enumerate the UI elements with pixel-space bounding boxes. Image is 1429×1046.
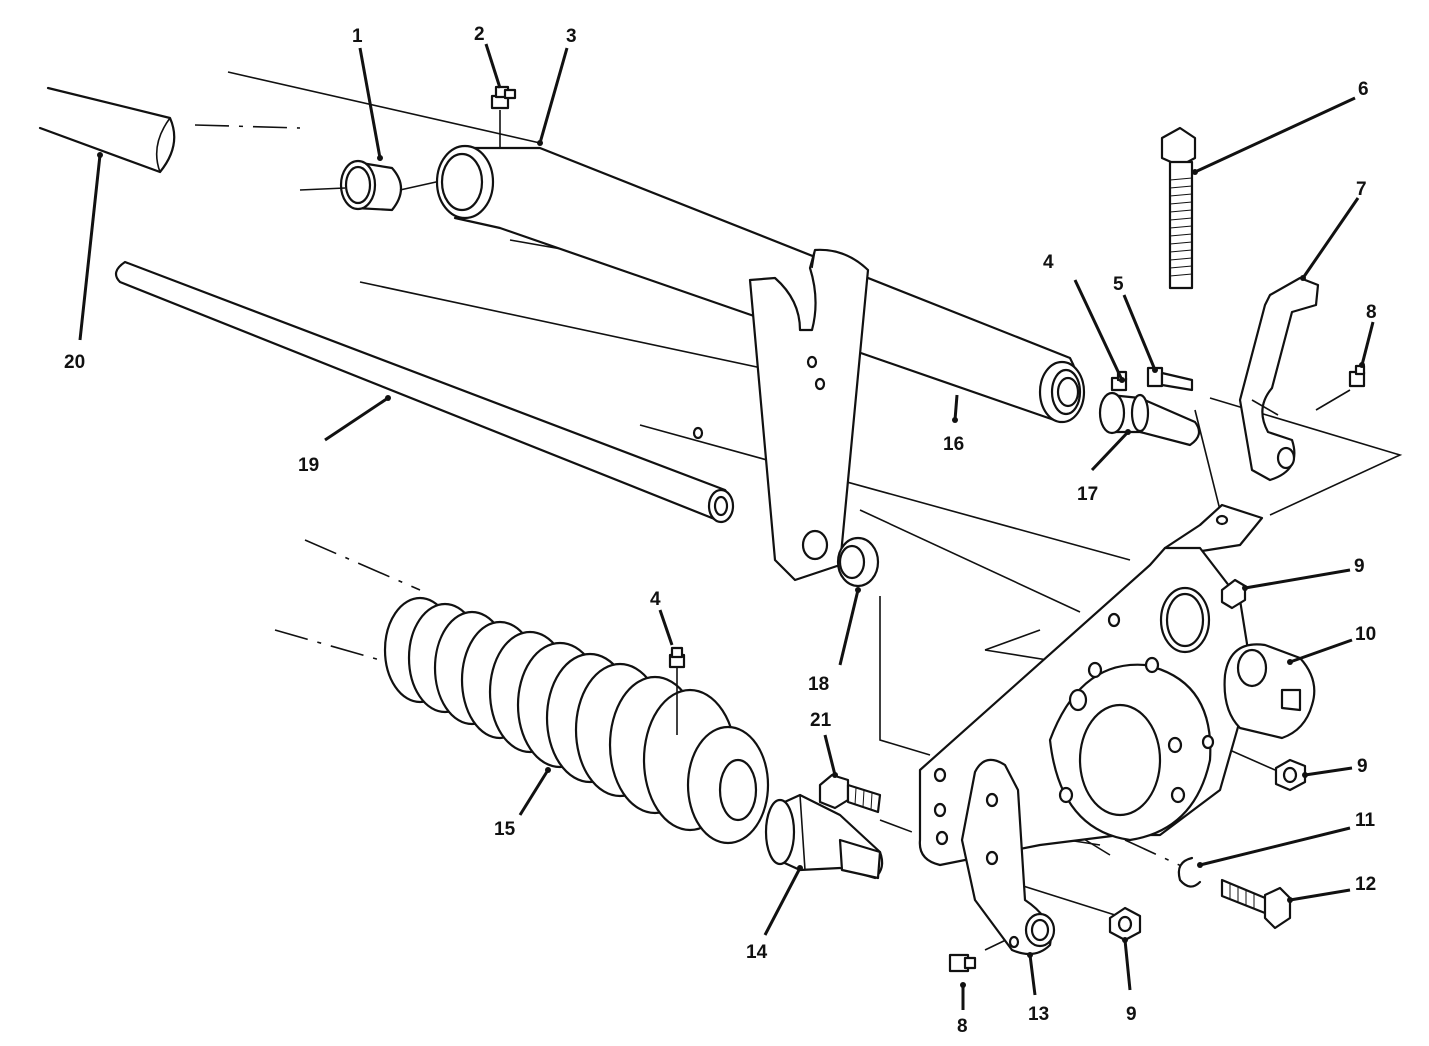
- grease-fitting-2: [490, 85, 517, 148]
- callout-21: 21: [810, 710, 832, 731]
- leader-dots: [97, 140, 1365, 988]
- nut-9-bottom: [1108, 906, 1142, 942]
- set-screw-8-bottom: [948, 953, 977, 973]
- bracket-7: [1238, 276, 1320, 482]
- callout-4-bottom: 4: [650, 589, 661, 610]
- lever-arm: [748, 248, 870, 582]
- callout-11: 11: [1355, 810, 1376, 831]
- callout-8-top: 8: [1366, 302, 1377, 323]
- snap-ring-11: [1177, 856, 1202, 888]
- leader-lines: [78, 43, 1375, 1010]
- callout-13: 13: [1028, 1004, 1049, 1025]
- stub-shaft-17: [1098, 391, 1201, 447]
- grease-fitting-4-bottom: [668, 646, 686, 735]
- callout-6: 6: [1358, 79, 1369, 100]
- set-screw-8-top: [1348, 364, 1366, 388]
- callout-9-bottom: 9: [1126, 1004, 1137, 1025]
- shaft-20: [38, 86, 176, 174]
- callout-4-top: 4: [1043, 252, 1054, 273]
- clamp-10: [1223, 643, 1316, 740]
- grease-fitting-4-top: [1110, 370, 1128, 392]
- bolt-12: [1220, 878, 1292, 930]
- callout-20: 20: [64, 352, 85, 373]
- callout-16: 16: [943, 434, 964, 455]
- callout-3: 3: [566, 26, 577, 47]
- callout-17: 17: [1077, 484, 1098, 505]
- callout-10: 10: [1355, 624, 1376, 645]
- callout-19: 19: [298, 455, 319, 476]
- bushing-1: [299, 159, 446, 212]
- callout-12: 12: [1355, 874, 1376, 895]
- stub-14: [764, 793, 884, 880]
- nut-9-right: [1274, 758, 1307, 792]
- callout-14: 14: [746, 942, 768, 963]
- rod-19: [114, 260, 735, 524]
- callout-8-bottom: 8: [957, 1016, 968, 1037]
- callout-1: 1: [352, 26, 363, 47]
- nut-9-top: [1220, 578, 1247, 610]
- callout-2: 2: [474, 24, 485, 45]
- callout-labels: 1 2 3 6 7 8 4 5 16 17 19 20 9 10 9 11 12…: [64, 24, 1377, 1037]
- callout-9-right: 9: [1357, 756, 1368, 777]
- bolt-21: [818, 773, 882, 814]
- tube-end-16: [1056, 376, 1080, 408]
- roller-15: [383, 596, 770, 845]
- long-bolt-6: [1160, 126, 1197, 290]
- callout-18: 18: [808, 674, 829, 695]
- callout-9-top: 9: [1354, 556, 1365, 577]
- callout-5: 5: [1113, 274, 1124, 295]
- washer-18: [836, 536, 880, 588]
- callout-7: 7: [1356, 179, 1367, 200]
- link-arm-13: [960, 758, 1056, 956]
- callout-15: 15: [494, 819, 516, 840]
